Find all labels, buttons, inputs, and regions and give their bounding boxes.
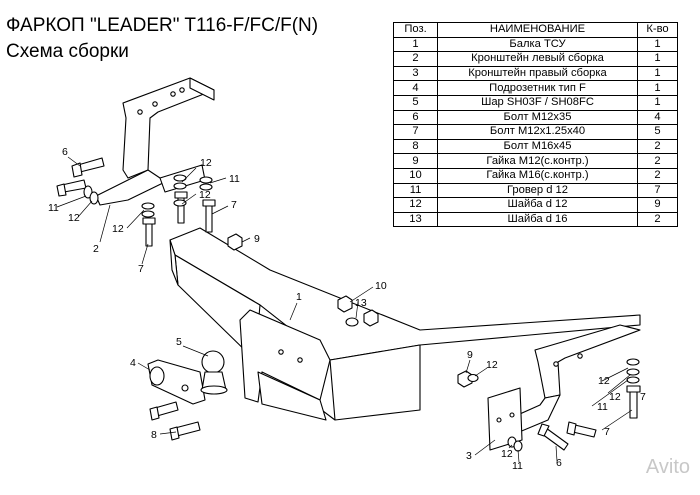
callout-5: 5 (176, 336, 182, 348)
callout-9: 9 (254, 233, 260, 245)
nut-washer-group (83, 174, 640, 452)
tow-plate (239, 309, 331, 421)
cell-qty: 2 (637, 211, 678, 228)
callout-12: 12 (486, 359, 498, 371)
callout-12: 12 (598, 375, 610, 387)
callout-7: 7 (640, 391, 646, 403)
callout-12: 12 (68, 212, 80, 224)
callout-2: 2 (93, 243, 99, 255)
callout-10: 10 (375, 280, 387, 292)
page-title: ФАРКОП "LEADER" T116-F/FC/F(N) (6, 15, 319, 36)
callout-11: 11 (229, 173, 240, 185)
callout-3: 3 (466, 450, 472, 462)
cell-name: Шайба d 16 (437, 211, 638, 228)
callout-labels: 6 11 12 2 12 11 12 7 12 7 9 1 10 13 5 4 … (48, 146, 646, 472)
socket-bracket (147, 359, 206, 405)
callout-8: 8 (151, 429, 157, 441)
callout-4: 4 (130, 357, 136, 369)
tow-ball (200, 350, 228, 395)
cell-name: Болт М16х45 (437, 138, 638, 155)
callout-12: 12 (200, 157, 212, 169)
left-bracket (95, 77, 215, 206)
callout-12: 12 (609, 391, 621, 403)
callout-6: 6 (556, 457, 562, 469)
callout-13: 13 (355, 297, 367, 309)
callout-9: 9 (467, 349, 473, 361)
page-subtitle: Схема сборки (6, 41, 129, 62)
callout-12: 12 (199, 189, 211, 201)
callout-7: 7 (231, 199, 237, 211)
cell-name: Болт М12х1.25х40 (437, 124, 638, 140)
callout-12: 12 (501, 448, 513, 460)
callout-11: 11 (597, 401, 608, 413)
callout-7: 7 (138, 263, 144, 275)
watermark: Avito (645, 456, 690, 478)
callout-6: 6 (62, 146, 68, 158)
leader-lines (56, 156, 633, 463)
right-bracket (487, 324, 641, 451)
callout-12: 12 (112, 223, 124, 235)
callout-11: 11 (48, 202, 59, 214)
cell-name: Кронштейн правый сборка (437, 65, 638, 82)
cell-pos: 13 (393, 211, 438, 228)
cell-pos: 12 (393, 197, 438, 213)
callout-1: 1 (296, 291, 302, 303)
callout-7: 7 (604, 426, 610, 438)
callout-11: 11 (512, 460, 523, 472)
